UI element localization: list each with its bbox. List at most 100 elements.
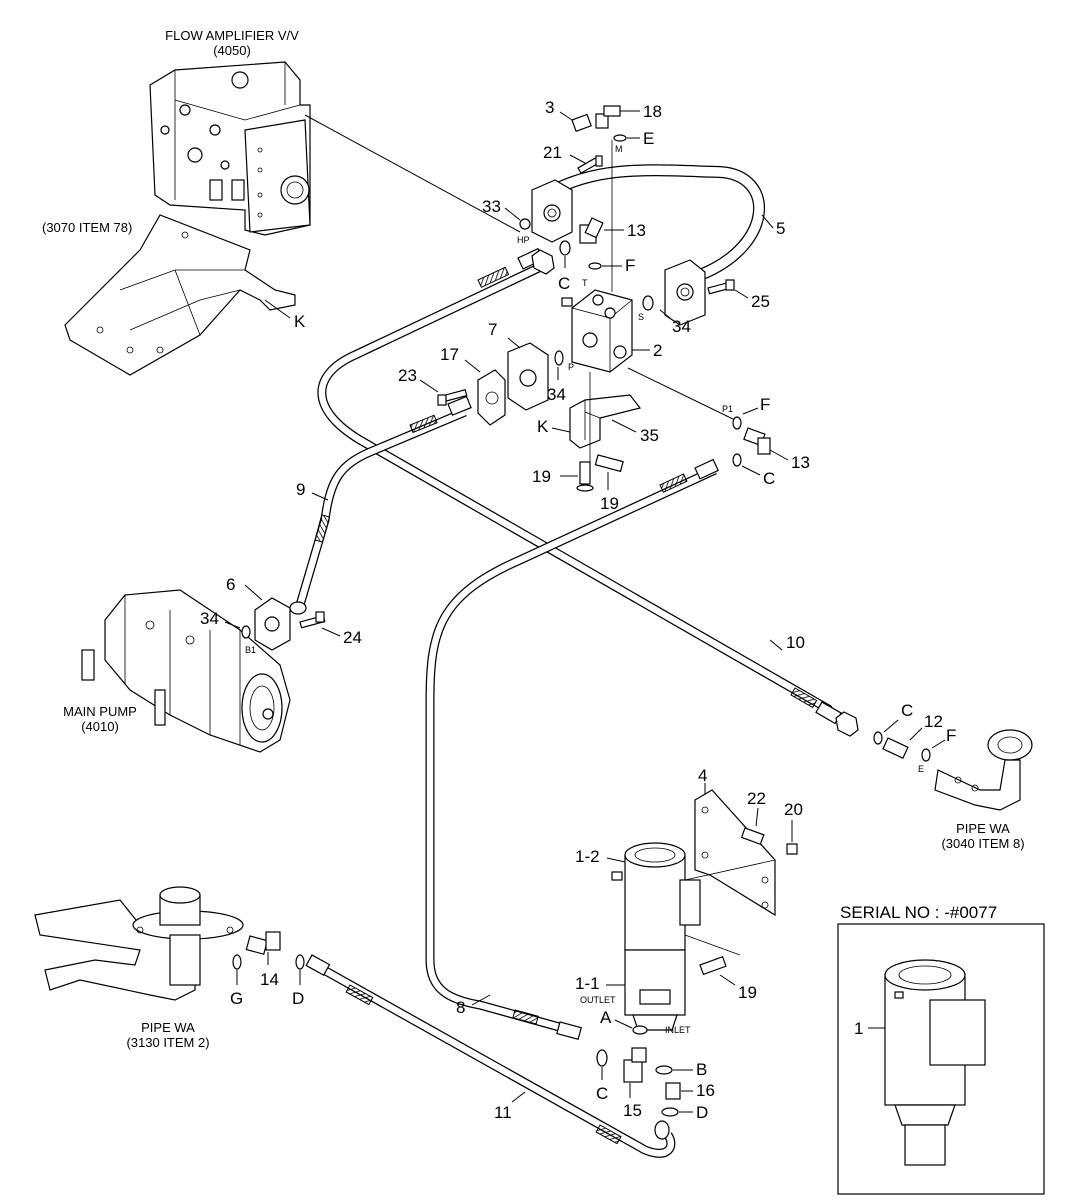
o-ring-c-top <box>559 240 571 256</box>
o-ring-34-mid <box>554 350 564 366</box>
o-ring-a <box>632 1025 648 1035</box>
callout-1-1: 1-1 <box>575 974 600 993</box>
bolt-19-a <box>576 461 594 492</box>
callout-6: 6 <box>226 575 235 594</box>
callout-10: 10 <box>786 633 805 652</box>
callout-11: 11 <box>494 1103 512 1122</box>
callout-4: 4 <box>698 766 707 785</box>
adapter-12 <box>882 737 909 759</box>
flange-6 <box>254 597 291 651</box>
callout-35: 35 <box>640 426 659 445</box>
elbow-fitting-13-top <box>579 217 604 244</box>
main-pump <box>81 589 291 753</box>
o-ring-f-p1 <box>732 416 742 430</box>
callout-c-bottom: C <box>596 1084 608 1103</box>
split-flange-s <box>664 259 706 326</box>
callout-2: 2 <box>653 341 662 360</box>
o-ring-b <box>655 1065 673 1075</box>
valve-block-2 <box>561 289 633 373</box>
filter-assembly-1 <box>884 959 986 1166</box>
pipe-wa-right-name: PIPE WA <box>956 821 1010 836</box>
callout-1-2: 1-2 <box>575 847 600 866</box>
adapter-16 <box>665 1082 681 1100</box>
callout-21: 21 <box>543 143 562 162</box>
bolt-21 <box>577 155 603 175</box>
callout-b: B <box>696 1060 707 1079</box>
elbow-fitting-14 <box>245 931 281 955</box>
callout-25: 25 <box>751 292 770 311</box>
o-ring-f-top <box>588 262 602 270</box>
hose-9 <box>289 395 472 615</box>
main-pump-ref: (4010) <box>81 719 119 734</box>
callout-34-pump: 34 <box>200 609 219 628</box>
callout-f-top: F <box>625 256 635 275</box>
o-ring-c-pipe <box>873 731 883 745</box>
elbow-fitting-15 <box>623 1047 647 1083</box>
pipe-wa-left-ref: (3130 ITEM 2) <box>126 1035 209 1050</box>
callout-23: 23 <box>398 366 417 385</box>
port-outlet: OUTLET <box>580 995 616 1005</box>
callout-5: 5 <box>776 219 785 238</box>
callout-12: 12 <box>924 712 943 731</box>
bolt-24 <box>299 611 326 629</box>
hose-8 <box>425 458 719 1041</box>
bracket-ref: (3070 ITEM 78) <box>42 220 132 235</box>
callout-c-pipe: C <box>901 701 913 720</box>
elbow-fitting-13-right <box>743 427 771 455</box>
callout-f-p1: F <box>760 395 770 414</box>
callout-f-pipe: F <box>946 726 956 745</box>
flow-amplifier-valve <box>149 61 311 236</box>
elbow-fitting-18 <box>595 105 621 129</box>
o-ring-c-bottom <box>596 1049 608 1067</box>
bolt-22 <box>740 827 765 846</box>
split-flange-hp <box>531 179 573 243</box>
callout-13-top: 13 <box>627 221 646 240</box>
serial-box-title: SERIAL NO : -#0077 <box>840 903 997 922</box>
callout-k-valve: K <box>537 417 549 436</box>
pipe-wa-left <box>34 886 244 1001</box>
bolt-25 <box>707 279 735 295</box>
callout-18: 18 <box>643 102 662 121</box>
callout-19-a: 19 <box>532 467 551 486</box>
port-e: E <box>918 764 924 774</box>
o-ring-g <box>232 954 242 970</box>
callout-19-b: 19 <box>600 494 619 513</box>
callout-22: 22 <box>747 789 766 808</box>
port-b1: B1 <box>245 645 256 655</box>
callout-15: 15 <box>623 1101 642 1120</box>
callout-16: 16 <box>696 1081 715 1100</box>
filter-element-1-1 <box>624 949 686 1031</box>
callout-7: 7 <box>488 320 497 339</box>
o-ring-c-right <box>732 453 742 467</box>
port-s: S <box>638 312 644 322</box>
o-ring-d-bottom <box>661 1107 679 1117</box>
o-ring-f-pipe <box>921 748 931 762</box>
callout-e-top: E <box>643 129 654 148</box>
callout-33: 33 <box>482 197 501 216</box>
port-p: P <box>568 362 574 372</box>
callout-14: 14 <box>260 970 279 989</box>
hose-5 <box>547 164 766 281</box>
port-hp: HP <box>517 235 530 245</box>
callout-3: 3 <box>545 98 554 117</box>
hose-10 <box>317 247 859 737</box>
valve-mounting-bracket <box>64 214 296 376</box>
callout-24: 24 <box>343 628 362 647</box>
filter-head-1-2 <box>611 842 701 951</box>
hose-11 <box>305 954 676 1158</box>
callout-k-bracket: K <box>294 312 306 331</box>
callout-13-right: 13 <box>791 453 810 472</box>
o-ring-33 <box>519 218 531 230</box>
callout-a: A <box>600 1008 612 1027</box>
port-p1: P1 <box>722 404 733 414</box>
callout-1: 1 <box>854 1019 863 1038</box>
o-ring-e-top <box>613 134 627 142</box>
callout-8: 8 <box>456 998 465 1017</box>
callout-17: 17 <box>440 345 459 364</box>
flow-amplifier-name: FLOW AMPLIFIER V/V <box>165 28 299 43</box>
callout-c-top: C <box>558 274 570 293</box>
bracket-35 <box>569 394 642 449</box>
flange-7 <box>507 342 549 411</box>
callout-19-filter: 19 <box>738 983 757 1002</box>
pipe-wa-left-name: PIPE WA <box>141 1020 195 1035</box>
